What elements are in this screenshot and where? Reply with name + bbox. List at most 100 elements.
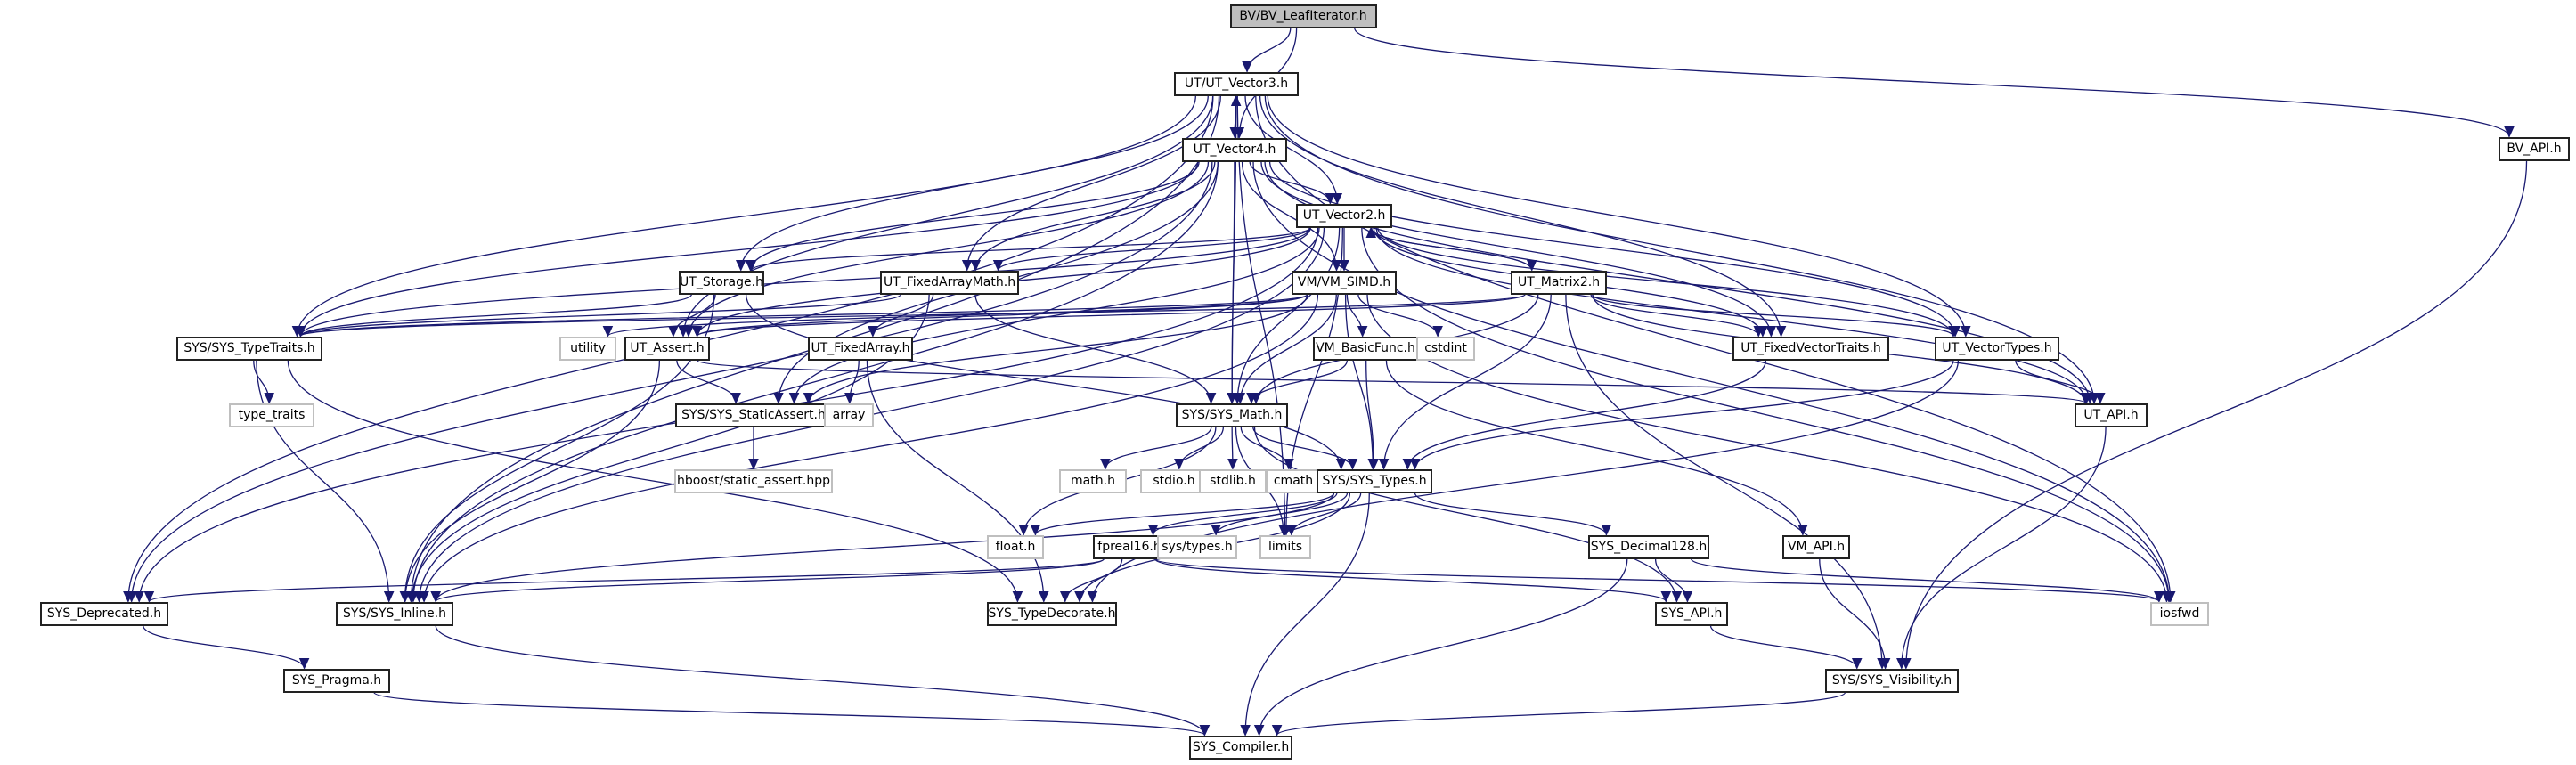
node-typetraits[interactable]: SYS/SYS_TypeTraits.h (176, 336, 322, 361)
node-typedecorate[interactable]: SYS_TypeDecorate.h (987, 601, 1117, 626)
arrowhead-icon (1271, 725, 1283, 737)
node-label: limits (1268, 540, 1303, 554)
node-label: cstdint (1424, 341, 1467, 355)
edge-systypes-to-floath (1034, 492, 1335, 535)
node-mathh: math.h (1059, 468, 1127, 493)
node-storage[interactable]: UT_Storage.h (679, 270, 764, 295)
edge-storage-to-typetraits (299, 293, 693, 338)
node-fixmath[interactable]: UT_FixedArrayMath.h (880, 270, 1019, 295)
edge-simd-to-staticassert (807, 294, 1308, 403)
node-label: SYS/SYS_Visibility.h (1831, 673, 1952, 688)
edge-pragma-to-compiler (373, 691, 1206, 737)
edge-vectypes-to-systypes (1414, 360, 1954, 469)
edge-decimal128-to-iosfwd (1690, 557, 2160, 603)
edge-fixmath-to-sysmath (974, 294, 1212, 403)
edge-typetraits-to-typedecorate (287, 360, 1019, 602)
node-assert[interactable]: UT_Assert.h (624, 336, 710, 361)
node-utapi[interactable]: UT_API.h (2075, 403, 2148, 427)
arrowhead-icon (1039, 591, 1049, 603)
arrowhead-icon (1235, 393, 1246, 404)
node-leafiter[interactable]: BV/BV_LeafIterator.h (1229, 4, 1377, 28)
node-label: UT_VectorTypes.h (1942, 341, 2052, 355)
arrowhead-icon (2161, 591, 2172, 603)
arrowhead-icon (1325, 193, 1336, 205)
edge-fpreal16-to-sysapi (1154, 557, 1667, 603)
edge-matrix2-to-typetraits (299, 293, 1526, 338)
arrowhead-icon (844, 393, 855, 404)
edge-fpreal16-to-iosfwd (1154, 557, 2160, 603)
arrowhead-icon (1253, 725, 1265, 737)
node-bvapi[interactable]: BV_API.h (2499, 136, 2570, 161)
edge-simd-to-utility (607, 293, 1308, 338)
node-label: SYS_TypeDecorate.h (988, 606, 1116, 621)
arrowhead-icon (730, 393, 741, 404)
edge-vec3-to-fixmath (966, 95, 1221, 271)
edge-vec2-to-vectypes (1377, 227, 1954, 337)
node-visibility[interactable]: SYS/SYS_Visibility.h (1825, 668, 1959, 693)
edge-sysmath-to-sysapi (1253, 427, 1678, 602)
edge-vec4-to-inline (412, 161, 1219, 602)
edge-fixmath-to-typetraits (299, 293, 902, 338)
node-matrix2[interactable]: UT_Matrix2.h (1511, 270, 1607, 295)
node-fixvectraits[interactable]: UT_FixedVectorTraits.h (1732, 336, 1889, 361)
arrowhead-icon (1671, 591, 1683, 603)
node-vmapi[interactable]: VM_API.h (1782, 534, 1850, 559)
node-pragma[interactable]: SYS_Pragma.h (283, 668, 390, 693)
node-label: SYS_Pragma.h (291, 673, 382, 688)
edge-vec4-to-typetraits (299, 161, 1199, 337)
edge-basicfunc-to-systypes (1365, 360, 1374, 469)
node-label: UT_FixedArrayMath.h (883, 275, 1016, 289)
node-inline[interactable]: SYS/SYS_Inline.h (336, 601, 453, 626)
node-label: SYS_Decimal128.h (1590, 540, 1708, 554)
node-systypes[interactable]: SYS/SYS_Types.h (1317, 468, 1432, 493)
edge-systypes-to-compiler (1244, 492, 1370, 736)
node-label: SYS/SYS_Inline.h (343, 606, 446, 621)
edge-matrix2-to-systypes (1382, 294, 1552, 469)
edge-vec4-to-fixmath (974, 161, 1216, 271)
edge-leafiter-to-bvapi (1354, 28, 2510, 137)
arrowhead-icon (1018, 525, 1029, 536)
edge-vec3-to-limits (1236, 95, 1286, 535)
node-label: UT_Storage.h (680, 275, 763, 289)
node-vectypes[interactable]: UT_VectorTypes.h (1935, 336, 2059, 361)
node-sysmath[interactable]: SYS/SYS_Math.h (1176, 403, 1288, 427)
edge-vec3-to-fixvectraits (1259, 95, 1782, 337)
node-compiler[interactable]: SYS_Compiler.h (1189, 735, 1292, 760)
node-label: SYS/SYS_StaticAssert.h (681, 408, 826, 422)
arrowhead-icon (1765, 326, 1777, 338)
node-label: SYS/SYS_TypeTraits.h (183, 341, 315, 355)
node-simd[interactable]: VM/VM_SIMD.h (1292, 270, 1397, 295)
node-deprecated[interactable]: SYS_Deprecated.h (40, 601, 168, 626)
arrowhead-icon (1242, 61, 1252, 73)
node-sysapi[interactable]: SYS_API.h (1655, 601, 1728, 626)
node-hboost: hboost/static_assert.hpp (674, 468, 833, 493)
edge-matrix2-to-vec2 (1370, 227, 1533, 271)
node-label: UT_Assert.h (630, 341, 705, 355)
node-label: sys/types.h (1162, 540, 1233, 554)
edge-vec2-to-fixmath (997, 227, 1311, 271)
arrowhead-icon (264, 393, 274, 404)
node-vec4[interactable]: UT_Vector4.h (1182, 137, 1287, 162)
edge-utapi-to-visibility (1901, 427, 2107, 669)
node-fixarray[interactable]: UT_FixedArray.h (808, 336, 913, 361)
node-basicfunc[interactable]: VM_BasicFunc.h (1313, 336, 1418, 361)
node-label: UT/UT_Vector3.h (1184, 77, 1289, 91)
node-staticassert[interactable]: SYS/SYS_StaticAssert.h (675, 403, 832, 427)
arrowhead-icon (1012, 591, 1023, 603)
node-stdlibh: stdlib.h (1199, 468, 1267, 493)
arrowhead-icon (1074, 591, 1085, 603)
arrowhead-icon (1682, 591, 1693, 603)
arrowhead-icon (2154, 591, 2164, 603)
edge-vec3-to-assert (682, 95, 1214, 337)
arrowhead-icon (430, 591, 441, 603)
arrowhead-icon (1365, 226, 1377, 238)
arrowhead-icon (1879, 658, 1891, 670)
arrowhead-icon (1100, 459, 1111, 470)
edge-sysmath-to-systypes (1252, 427, 1354, 469)
node-label: SYS/SYS_Types.h (1322, 474, 1427, 488)
node-vec2[interactable]: UT_Vector2.h (1296, 203, 1392, 228)
node-fpreal16[interactable]: fpreal16.h (1093, 534, 1166, 559)
node-label: array (832, 408, 866, 422)
node-vec3[interactable]: UT/UT_Vector3.h (1174, 71, 1299, 96)
node-decimal128[interactable]: SYS_Decimal128.h (1588, 534, 1709, 559)
